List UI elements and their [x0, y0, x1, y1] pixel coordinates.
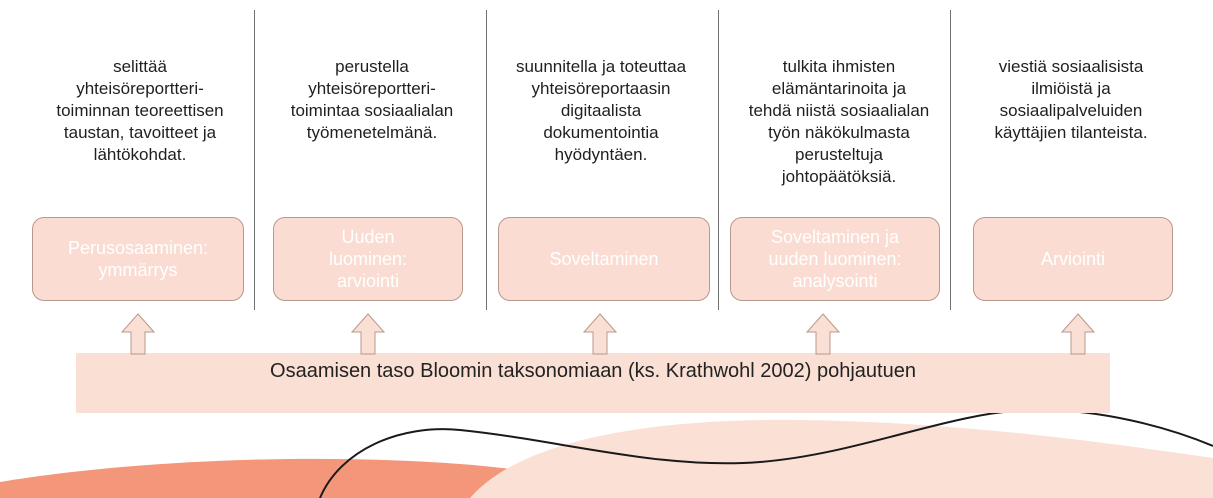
column-divider [718, 10, 719, 310]
column-divider [254, 10, 255, 310]
column-1-level-label: Perusosaaminen: ymmärrys [67, 238, 209, 280]
column-divider [950, 10, 951, 310]
column-4-up-arrow [806, 313, 840, 355]
column-5-level-box: Arviointi [973, 217, 1173, 301]
column-1-description: selittää yhteisöreportteri- toiminnan te… [56, 57, 224, 164]
base-bar-label: Osaamisen taso Bloomin taksonomiaan (ks.… [270, 360, 916, 382]
decor-peach-wave [470, 419, 1213, 498]
column-2-level-label: Uuden luominen: arviointi [328, 227, 408, 291]
column-4-level-label: Soveltaminen ja uuden luominen: analysoi… [768, 227, 902, 291]
column-1-up-arrow [121, 313, 155, 355]
column-4-level-box: Soveltaminen ja uuden luominen: analysoi… [730, 217, 940, 301]
column-4-description: tulkita ihmisten elämäntarinoita ja tehd… [748, 57, 930, 186]
column-1-level-box: Perusosaaminen: ymmärrys [32, 217, 244, 301]
column-divider [486, 10, 487, 310]
column-5-description: viestiä sosiaalisista ilmiöistä ja sosia… [994, 57, 1148, 142]
column-2-level-box: Uuden luominen: arviointi [273, 217, 463, 301]
column-5-level-label: Arviointi [1040, 249, 1106, 269]
decor-coral-wave [0, 458, 620, 498]
column-3-up-arrow [583, 313, 617, 355]
column-2-description: perustella yhteisöreportteri- toimintaa … [290, 57, 454, 142]
column-3-description: suunnitella ja toteuttaa yhteisöreportaa… [515, 57, 687, 164]
column-3-level-box: Soveltaminen [498, 217, 710, 301]
column-3-level-label: Soveltaminen [549, 249, 659, 269]
column-2-up-arrow [351, 313, 385, 355]
column-5-up-arrow [1061, 313, 1095, 355]
base-bar: Osaamisen taso Bloomin taksonomiaan (ks.… [76, 353, 1110, 413]
